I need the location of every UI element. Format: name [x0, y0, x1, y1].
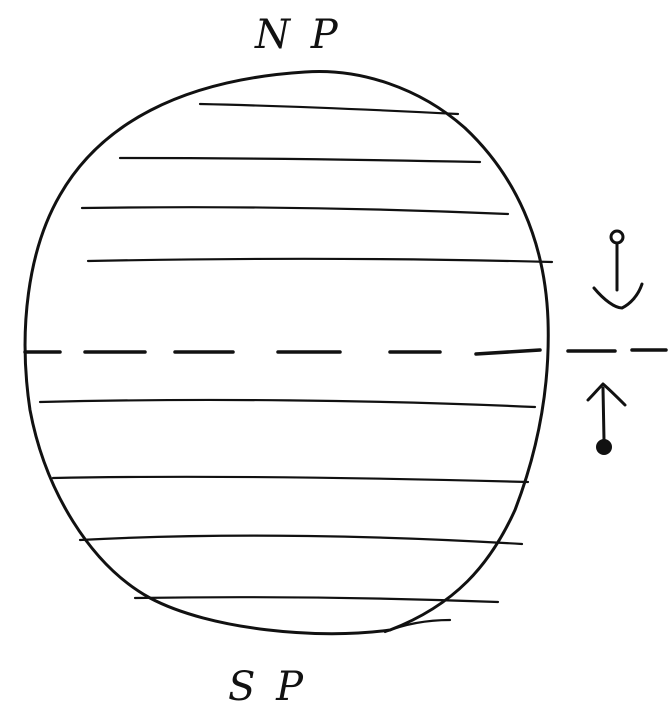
latitude-line	[80, 536, 522, 544]
southern-latitude-lines	[40, 400, 535, 632]
latitude-line	[135, 597, 498, 602]
north-pole-label: N P	[255, 15, 342, 55]
latitude-line	[88, 259, 552, 262]
latitude-line	[120, 158, 480, 162]
latitude-line	[82, 207, 508, 214]
latitude-line	[53, 477, 528, 482]
downward-arrow-icon	[594, 231, 642, 308]
latitude-line	[200, 104, 458, 114]
northern-latitude-lines	[82, 104, 552, 262]
upward-arrow-icon	[588, 384, 625, 455]
south-pole-label: S P	[228, 667, 307, 707]
latitude-line	[40, 400, 535, 407]
equator-dashed-line	[25, 350, 666, 354]
latitude-line	[385, 620, 450, 632]
